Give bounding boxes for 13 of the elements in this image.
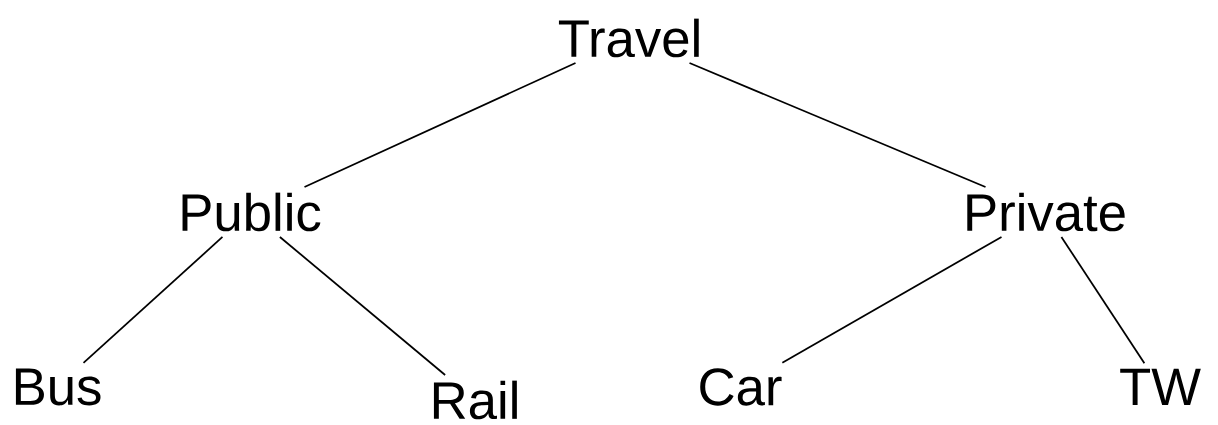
connector-line	[1060, 236, 1146, 365]
node-label: Public	[182, 192, 321, 232]
node-label: Bus	[15, 368, 101, 406]
connector-line	[82, 236, 224, 364]
node-label: Rail	[433, 380, 517, 420]
node-label: Travel	[558, 18, 699, 58]
node-label: Private	[967, 192, 1125, 232]
node-label: Car	[700, 368, 782, 406]
node-label: TW	[1120, 368, 1201, 406]
connector-line	[781, 236, 1003, 364]
connector-line	[303, 62, 577, 188]
connector-line	[688, 62, 987, 188]
connector-line	[279, 236, 446, 376]
